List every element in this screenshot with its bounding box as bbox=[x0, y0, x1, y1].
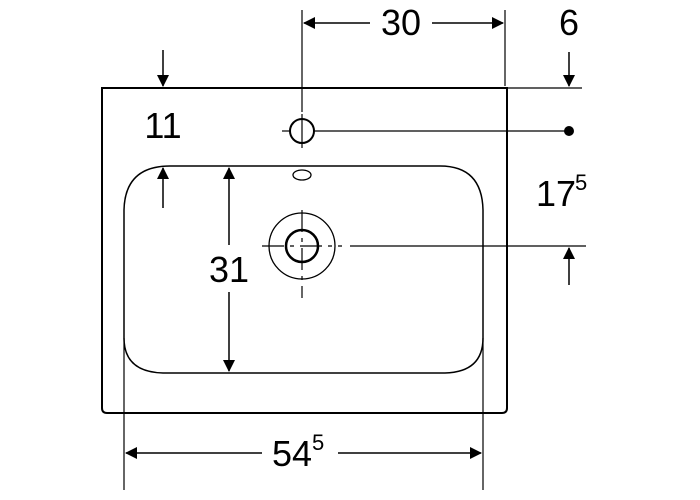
dim-label-17-sup: 5 bbox=[575, 170, 587, 195]
dim-label-17: 17 bbox=[536, 173, 576, 214]
dim-label-30: 30 bbox=[381, 2, 421, 43]
dim-label-31: 31 bbox=[209, 249, 249, 290]
tap-centre-dot bbox=[564, 126, 574, 136]
dim-label-11: 11 bbox=[144, 105, 181, 146]
dim-label-54: 54 bbox=[272, 433, 312, 474]
bowl-outline bbox=[123, 165, 484, 374]
dim-label-6: 6 bbox=[559, 2, 579, 43]
dim-label-54-sup: 5 bbox=[312, 430, 324, 455]
basin-outline bbox=[101, 87, 508, 414]
overflow-hole bbox=[292, 169, 312, 181]
